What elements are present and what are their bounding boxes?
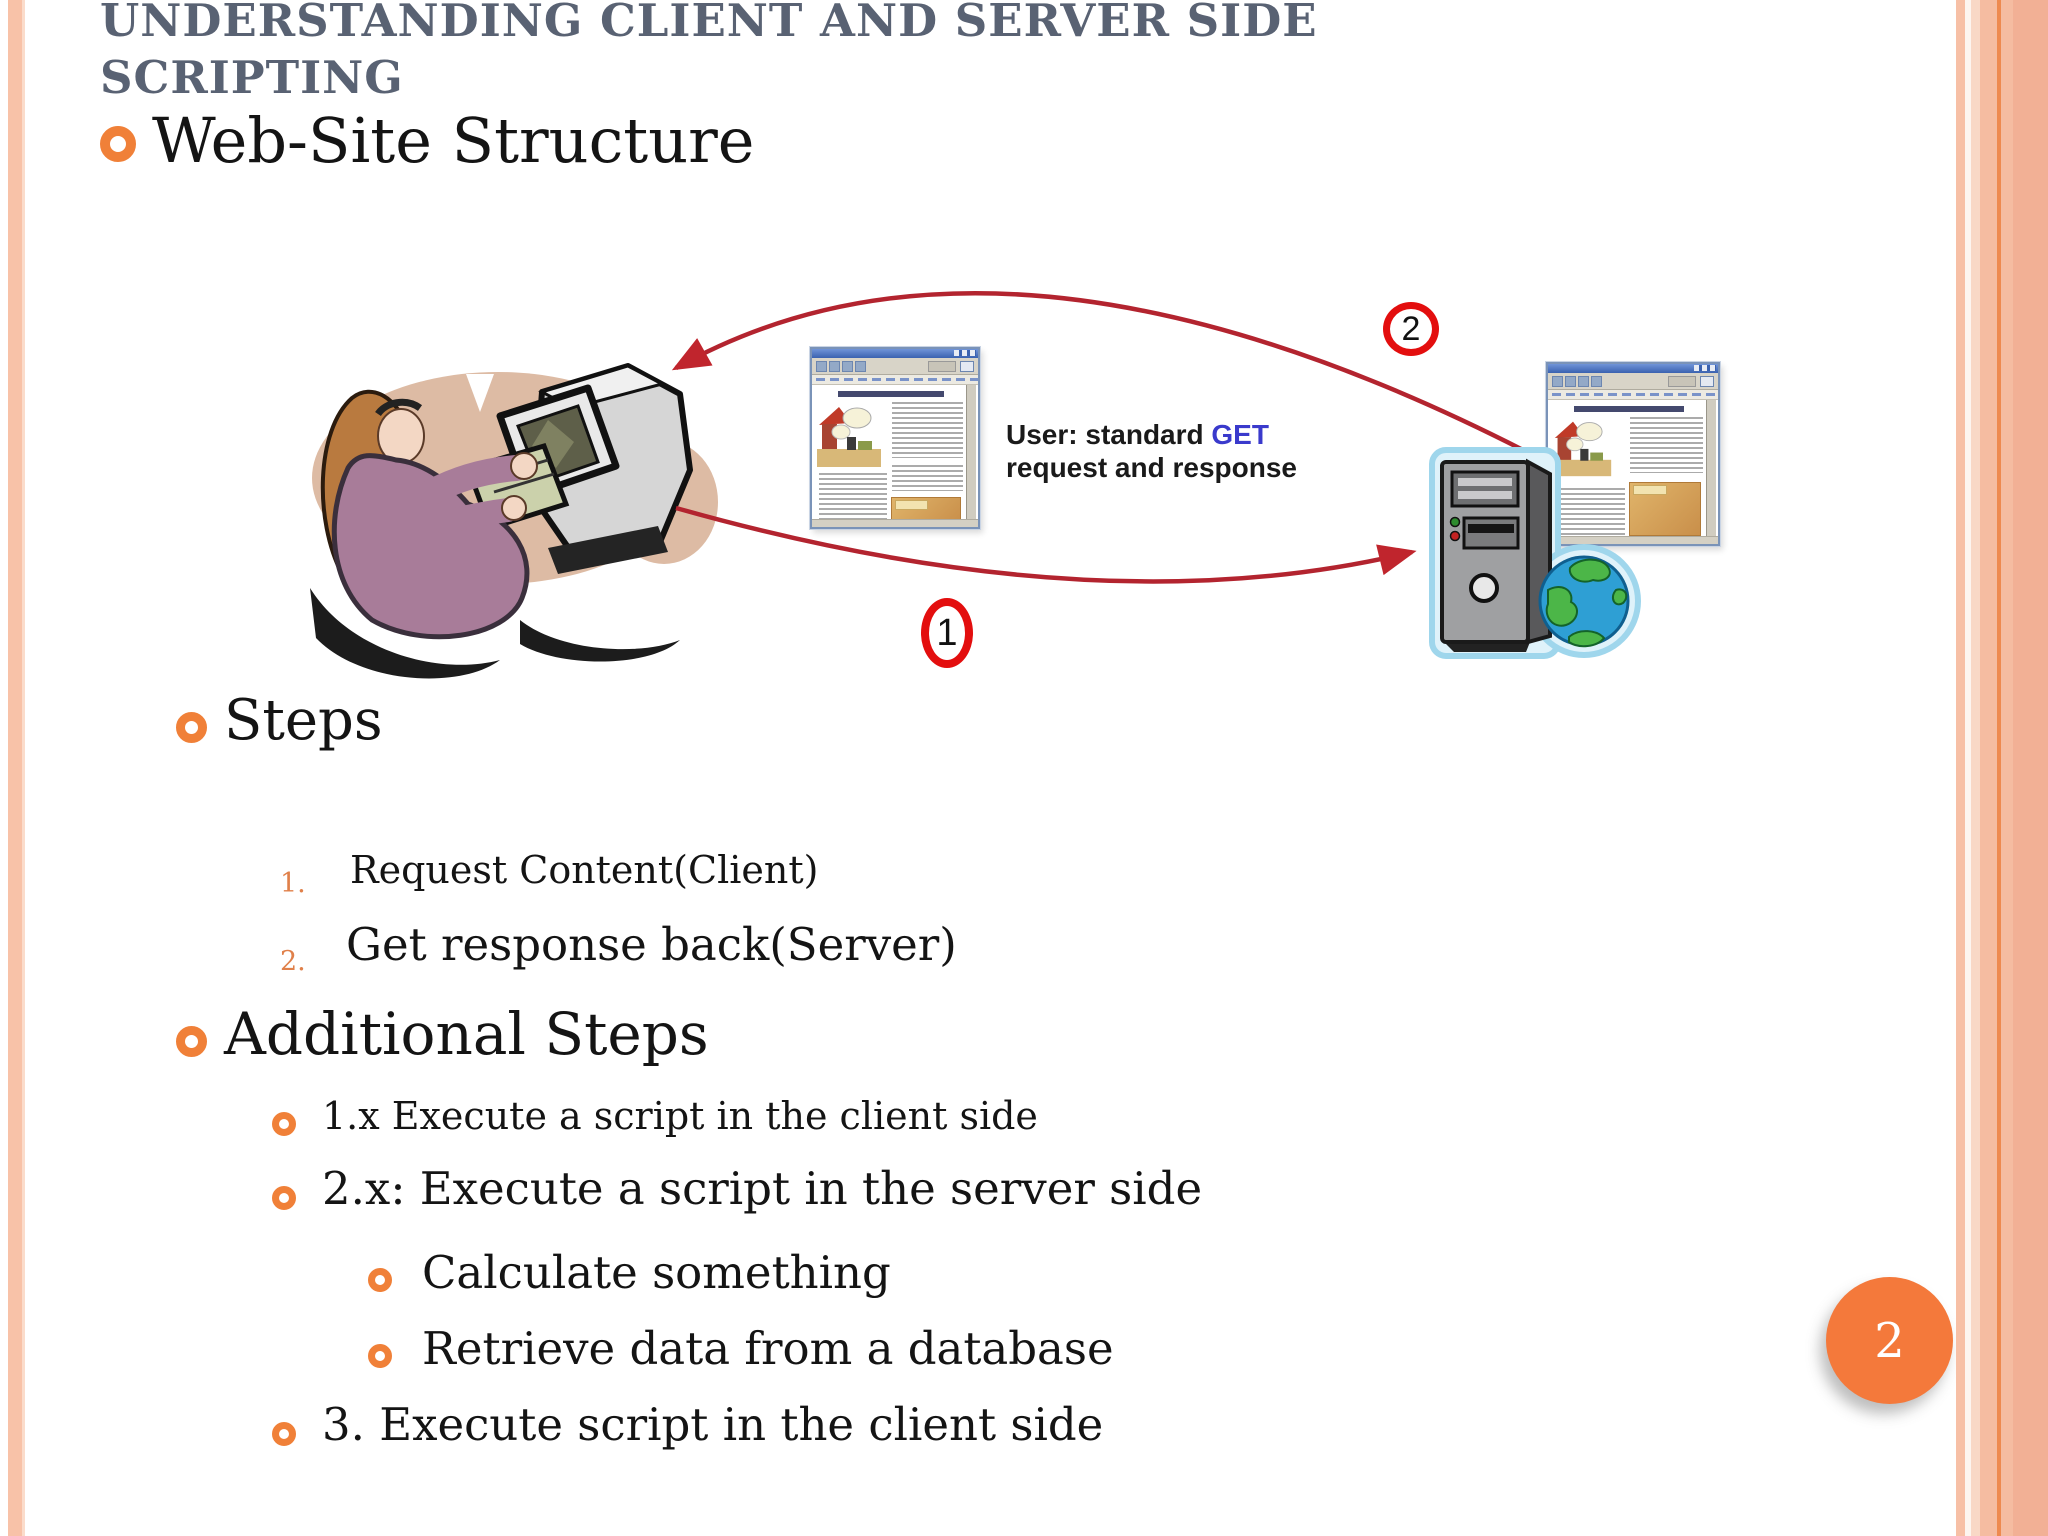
home-icon xyxy=(1591,376,1602,387)
back-icon xyxy=(1552,376,1563,387)
window-buttons-icon xyxy=(954,350,976,356)
stop-icon xyxy=(842,361,853,372)
bullet-ring-icon xyxy=(272,1186,296,1210)
power-button-icon xyxy=(1469,573,1499,603)
thumbnail-image xyxy=(890,497,961,523)
page-headline-bar xyxy=(1574,406,1684,412)
bullet-item-server-script: 2.x: Execute a script in the server side xyxy=(322,1162,1203,1215)
page-content xyxy=(817,389,965,523)
page-content xyxy=(1553,404,1705,540)
text-column xyxy=(891,402,963,458)
forward-icon xyxy=(1565,376,1576,387)
home-icon xyxy=(855,361,866,372)
response-arrow xyxy=(671,291,1582,482)
steps-heading: Steps xyxy=(224,688,383,753)
request-arrow xyxy=(675,505,1417,584)
webpage-thumbnail xyxy=(810,347,980,529)
bullet-ring-icon xyxy=(176,1026,207,1057)
browser-toolbar xyxy=(812,358,978,375)
additional-steps-heading: Additional Steps xyxy=(224,1000,709,1068)
go-box xyxy=(1700,376,1714,387)
browser-titlebar xyxy=(1548,364,1718,373)
links-bar xyxy=(812,375,978,385)
address-box xyxy=(1668,376,1696,387)
text-paragraph xyxy=(891,465,963,491)
page-headline-bar xyxy=(837,391,945,397)
woman-at-computer-illustration xyxy=(310,363,718,679)
bullet-item-client-script: 1.x Execute a script in the client side xyxy=(322,1094,1038,1138)
bullet-item-execute-client: 3. Execute script in the client side xyxy=(322,1398,1104,1451)
label-get: GET xyxy=(1211,419,1269,450)
text-block xyxy=(819,473,888,519)
label-prefix: User: standard xyxy=(1006,419,1212,450)
bullet-ring-icon xyxy=(368,1344,392,1368)
list-number: 2. xyxy=(280,946,306,977)
label-line2: request and response xyxy=(1006,452,1297,483)
request-step-badge: 1 xyxy=(921,598,973,668)
globe-icon xyxy=(1538,555,1630,648)
step-item-response: Get response back(Server) xyxy=(346,918,957,971)
right-stripe-border xyxy=(1956,0,2048,1536)
server-tower-icon xyxy=(1429,447,1641,659)
slide-title: UNDERSTANDING CLIENT AND SERVER SIDE SCR… xyxy=(100,0,1640,106)
story-image xyxy=(817,407,881,467)
text-column xyxy=(1630,417,1703,473)
request-response-label: User: standard GET request and response xyxy=(1006,418,1297,484)
address-box xyxy=(928,361,956,372)
bullet-ring-icon xyxy=(272,1422,296,1446)
thumbnail-image xyxy=(1629,482,1701,536)
left-stripe-border xyxy=(8,0,25,1536)
bullet-ring-icon xyxy=(368,1268,392,1292)
go-box xyxy=(960,361,974,372)
status-bar xyxy=(1548,536,1718,544)
section-heading: Web-Site Structure xyxy=(152,104,755,177)
bullet-ring-icon xyxy=(272,1112,296,1136)
status-bar xyxy=(812,519,978,527)
browser-titlebar xyxy=(812,349,978,358)
forward-icon xyxy=(829,361,840,372)
response-step-badge: 2 xyxy=(1383,302,1439,356)
slide-title-line2: SCRIPTING xyxy=(100,51,404,104)
window-buttons-icon xyxy=(1694,365,1716,371)
back-icon xyxy=(816,361,827,372)
story-image xyxy=(1553,421,1612,477)
bullet-ring-icon xyxy=(176,712,207,743)
slide-title-line1: UNDERSTANDING CLIENT AND SERVER SIDE xyxy=(100,0,1318,47)
power-led-icon xyxy=(1449,516,1461,528)
list-number: 1. xyxy=(280,868,306,899)
text-block xyxy=(1555,488,1625,540)
stop-icon xyxy=(1578,376,1589,387)
webpage-thumbnail xyxy=(1546,362,1720,546)
links-bar xyxy=(1548,390,1718,400)
bullet-item-calculate: Calculate something xyxy=(422,1246,891,1299)
bullet-item-retrieve: Retrieve data from a database xyxy=(422,1322,1114,1375)
step-item-request: Request Content(Client) xyxy=(350,848,819,892)
bullet-ring-icon xyxy=(100,126,136,162)
scrollbar xyxy=(1706,400,1716,536)
drive-led-icon xyxy=(1449,530,1461,542)
page-number-badge: 2 xyxy=(1826,1277,1953,1404)
browser-toolbar xyxy=(1548,373,1718,390)
scrollbar xyxy=(966,385,976,519)
